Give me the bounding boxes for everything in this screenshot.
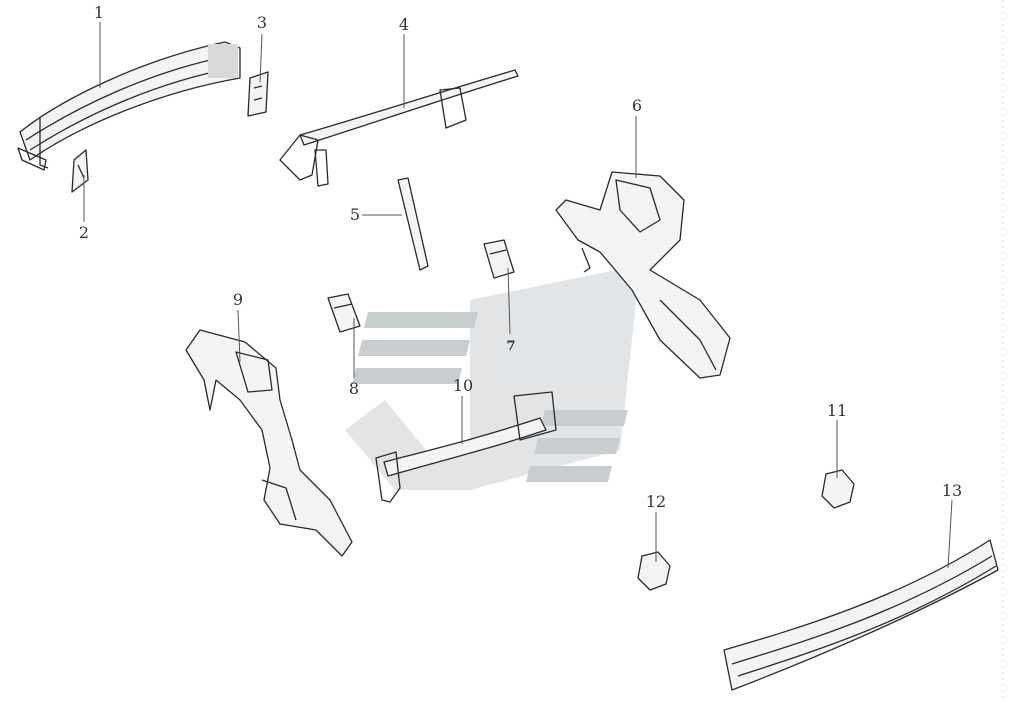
callout-labels: 1 2 3 4 5 6 7 8 9 10 11 12 13 — [79, 3, 962, 511]
part-5-strip — [397, 177, 429, 271]
watermark-logo — [345, 265, 640, 490]
callout-2: 2 — [79, 223, 89, 242]
leader-lines — [83, 22, 953, 569]
part-1-upper-rail — [17, 41, 241, 171]
part-11-mount — [821, 469, 855, 509]
part-10-lower-cross-member — [375, 391, 557, 503]
callout-4: 4 — [399, 15, 409, 34]
part-6-right-rail — [555, 171, 731, 379]
part-8-plate — [327, 293, 361, 333]
callout-7: 7 — [506, 339, 515, 354]
callout-9: 9 — [233, 290, 243, 309]
callout-12: 12 — [646, 492, 666, 511]
part-9-left-rail — [185, 329, 353, 557]
part-3-bracket — [247, 71, 269, 117]
callout-11: 11 — [827, 401, 847, 420]
callout-3: 3 — [257, 13, 267, 32]
part-13-lower-beam — [723, 539, 999, 691]
callout-1: 1 — [94, 3, 104, 22]
part-12-mount — [637, 551, 671, 591]
callout-6: 6 — [632, 96, 642, 115]
part-4-cross-beam — [279, 69, 519, 187]
callout-13: 13 — [942, 481, 962, 500]
callout-5: 5 — [350, 205, 360, 224]
callout-10: 10 — [453, 376, 473, 395]
callout-8: 8 — [349, 379, 359, 398]
part-2-bracket — [71, 149, 89, 193]
part-7-plate — [483, 239, 515, 279]
